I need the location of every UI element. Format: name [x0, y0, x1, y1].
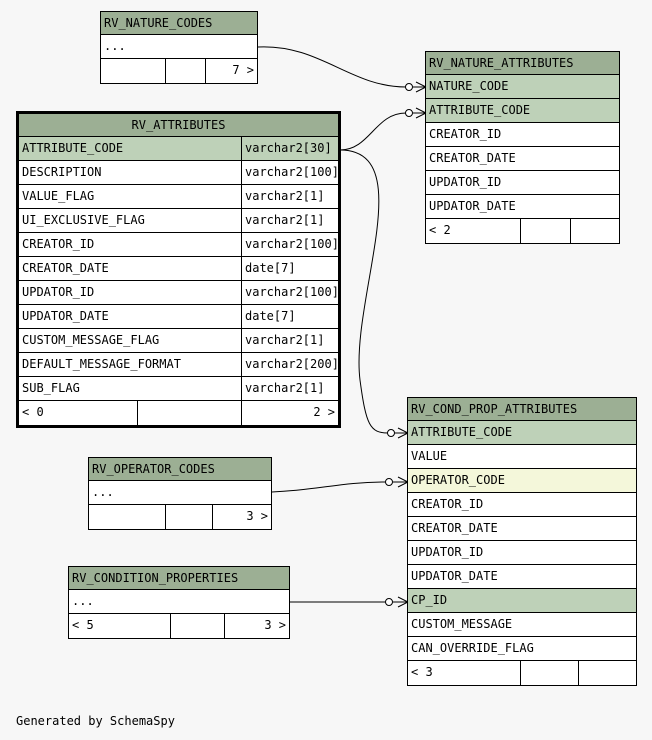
column-type: varchar2[1] [241, 329, 338, 352]
table-row: CREATOR_DATE [429, 151, 516, 165]
edge-operator-code [271, 481, 387, 493]
column-name: DESCRIPTION [22, 165, 102, 179]
column-type: varchar2[100] [241, 233, 338, 256]
footer-children-count: 3 > [212, 505, 271, 529]
footer-cell [101, 59, 165, 83]
table-rv-nature-codes[interactable]: RV_NATURE_CODES ... 7 > [100, 11, 258, 84]
table-row: ... [104, 39, 126, 53]
table-row: UPDATOR_ID [411, 545, 484, 559]
column-name: CUSTOM_MESSAGE_FLAG [22, 333, 160, 347]
column-name: VALUE_FLAG [22, 189, 95, 203]
footer-children-count: 3 > [224, 614, 289, 638]
footer-cell [165, 505, 212, 529]
table-rv-cond-prop-attributes[interactable]: RV_COND_PROP_ATTRIBUTES ATTRIBUTE_CODE V… [407, 397, 637, 686]
table-row: CAN_OVERRIDE_FLAG [411, 641, 534, 655]
footer-cell [570, 219, 619, 243]
column-name: UI_EXCLUSIVE_FLAG [22, 213, 145, 227]
footer-children-count: 2 > [241, 401, 338, 425]
table-header: RV_NATURE_CODES [101, 12, 257, 35]
column-type: varchar2[1] [241, 185, 338, 208]
table-header: RV_CONDITION_PROPERTIES [69, 567, 289, 590]
table-header: RV_COND_PROP_ATTRIBUTES [408, 398, 636, 421]
table-row: UPDATOR_DATE [429, 199, 516, 213]
footer-cell [578, 661, 636, 685]
footer-cell [165, 59, 205, 83]
table-row: CREATOR_ID [429, 127, 502, 141]
edge-attribute-code-nature [339, 112, 407, 151]
column-type: varchar2[200] [241, 353, 338, 376]
edge-nature-code [257, 46, 407, 88]
table-rv-nature-attributes[interactable]: RV_NATURE_ATTRIBUTES NATURE_CODE ATTRIBU… [425, 51, 620, 244]
column-type: date[7] [241, 305, 338, 328]
footer-parents-count: < 2 [429, 223, 451, 237]
table-row: OPERATOR_CODE [408, 469, 636, 492]
column-type: varchar2[100] [241, 281, 338, 304]
table-row: UPDATOR_DATE [411, 569, 498, 583]
table-row: UPDATOR_ID [429, 175, 502, 189]
footer-cell [170, 614, 224, 638]
footer-cell [520, 661, 578, 685]
column-type: varchar2[1] [241, 209, 338, 232]
table-row: ATTRIBUTE_CODE [426, 99, 619, 122]
table-header: RV_NATURE_ATTRIBUTES [426, 52, 619, 75]
column-type: date[7] [241, 257, 338, 280]
column-name: DEFAULT_MESSAGE_FORMAT [22, 357, 181, 371]
table-row: VALUE [411, 449, 448, 463]
table-rv-condition-properties[interactable]: RV_CONDITION_PROPERTIES ... < 5 3 > [68, 566, 290, 639]
column-name: SUB_FLAG [22, 381, 80, 395]
footer-cell [89, 505, 165, 529]
column-name: CREATOR_ID [22, 237, 95, 251]
table-row: CP_ID [408, 589, 636, 612]
column-name: CREATOR_DATE [22, 261, 109, 275]
footer-cell [520, 219, 570, 243]
column-name: ATTRIBUTE_CODE [19, 137, 241, 160]
column-type: varchar2[30] [241, 137, 338, 160]
table-rv-operator-codes[interactable]: RV_OPERATOR_CODES ... 3 > [88, 457, 272, 530]
footer-children-count: 7 > [205, 59, 257, 83]
table-header: RV_OPERATOR_CODES [89, 458, 271, 481]
generated-by-label: Generated by SchemaSpy [16, 714, 175, 728]
footer-parents-count: < 5 [72, 618, 94, 632]
footer-parents-count: < 0 [22, 405, 44, 419]
column-name: UPDATOR_DATE [22, 309, 109, 323]
edge-attribute-code-cond [339, 149, 389, 434]
footer-parents-count: < 3 [411, 665, 433, 679]
table-row: ... [92, 485, 114, 499]
column-type: varchar2[1] [241, 377, 338, 400]
footer-cell [137, 401, 241, 425]
table-header: RV_ATTRIBUTES [19, 114, 338, 137]
column-name: UPDATOR_ID [22, 285, 95, 299]
table-row: ATTRIBUTE_CODE [408, 421, 636, 444]
table-row: CUSTOM_MESSAGE [411, 617, 513, 631]
table-row: CREATOR_ID [411, 497, 484, 511]
table-row: CREATOR_DATE [411, 521, 498, 535]
table-row: NATURE_CODE [426, 75, 619, 98]
table-row: ... [72, 594, 94, 608]
column-type: varchar2[100] [241, 161, 338, 184]
table-rv-attributes[interactable]: RV_ATTRIBUTES ATTRIBUTE_CODE varchar2[30… [16, 111, 341, 428]
